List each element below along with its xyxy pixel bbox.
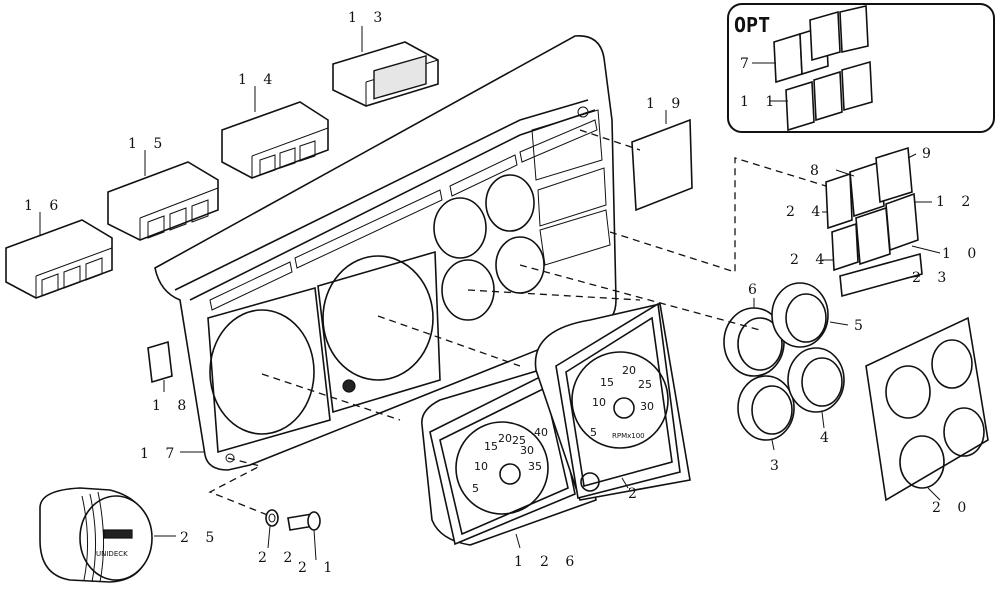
rocker-switch-group (825, 146, 923, 298)
hourmeter-text: UNIDECK (96, 550, 128, 558)
label-21: 2 1 (298, 560, 338, 576)
tach-unit-label: RPMx100 (612, 432, 645, 440)
opt-title: OPT (734, 13, 770, 37)
label-2: 2 (628, 486, 643, 502)
label-16: 1 6 (24, 198, 64, 214)
speedo-tick-20: 20 (498, 432, 512, 445)
label-10: 1 0 (942, 246, 982, 262)
tach-tick-15: 15 (600, 376, 614, 389)
switch-module-15 (107, 161, 219, 241)
label-23: 2 3 (912, 270, 952, 286)
small-gauge-5 (771, 282, 829, 348)
opt-label-11: 1 1 (740, 94, 780, 110)
label-20: 2 0 (932, 500, 972, 516)
opt-box: OPT 7 1 1 (727, 3, 995, 133)
label-8: 8 (810, 163, 825, 179)
opt-label-7: 7 (740, 56, 755, 72)
part-numbers: 1 3 1 4 1 5 1 6 1 8 1 7 1 9 8 9 1 2 2 4 … (24, 10, 982, 576)
switch-module-13 (332, 41, 439, 107)
label-24b: 2 4 (790, 252, 830, 268)
speedometer: 5 10 15 20 25 30 35 40 (421, 369, 597, 546)
label-6: 6 (748, 282, 763, 298)
tach-tick-10: 10 (592, 396, 606, 409)
speedo-tick-40: 40 (534, 426, 548, 439)
label-14: 1 4 (238, 72, 278, 88)
label-13: 1 3 (348, 10, 388, 26)
label-19: 1 9 (646, 96, 686, 112)
tach-tick-30: 30 (640, 400, 654, 413)
small-gauge-3 (737, 375, 795, 441)
small-gauge-4 (787, 347, 845, 413)
leader-lines (39, 26, 941, 561)
washer-22 (265, 509, 279, 527)
hourmeter-25: UNIDECK (39, 487, 153, 583)
speedo-tick-10: 10 (474, 460, 488, 473)
label-15: 1 5 (128, 136, 168, 152)
speedo-tick-35: 35 (528, 460, 542, 473)
blank-cover-19 (631, 118, 693, 212)
label-26: 2 6 (540, 554, 580, 570)
tachometer: 5 10 15 20 25 30 RPMx100 (534, 302, 691, 501)
speedo-tick-15: 15 (484, 440, 498, 453)
label-3: 3 (770, 458, 785, 474)
label-24a: 2 4 (786, 204, 826, 220)
tach-tick-20: 20 (622, 364, 636, 377)
speedo-tick-25: 25 (512, 434, 526, 447)
speedo-tick-30: 30 (520, 444, 534, 457)
label-12: 1 2 (936, 194, 976, 210)
label-22: 2 2 (258, 550, 298, 566)
cover-plate-20 (865, 316, 989, 502)
label-17: 1 7 (140, 446, 180, 462)
speedo-tick-5: 5 (472, 482, 479, 495)
label-18: 1 8 (152, 398, 192, 414)
label-9: 9 (922, 146, 937, 162)
screw-21 (287, 511, 321, 531)
assembly-lines (208, 129, 827, 517)
blank-plug-18 (147, 340, 173, 384)
label-4: 4 (820, 430, 835, 446)
switch-module-14 (221, 101, 329, 179)
tach-tick-5: 5 (590, 426, 597, 439)
switch-module-16 (5, 219, 113, 299)
tach-tick-25: 25 (638, 378, 652, 391)
label-5: 5 (854, 318, 869, 334)
label-25: 2 5 (180, 530, 220, 546)
label-1: 1 (514, 554, 529, 570)
dash-panel (154, 35, 617, 471)
